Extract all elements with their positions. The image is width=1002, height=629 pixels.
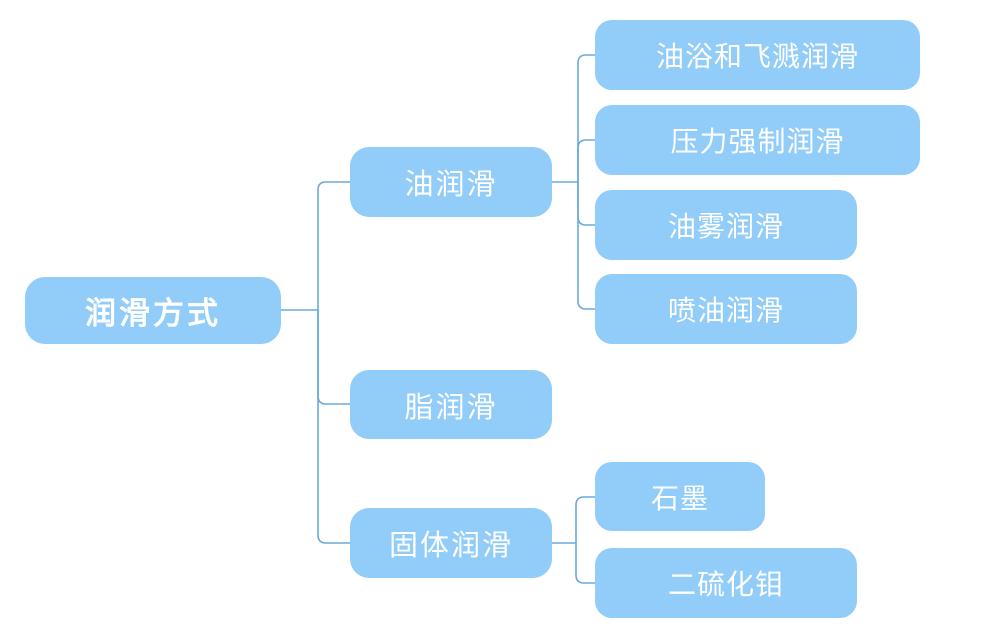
connector-root-to-solid — [317, 309, 351, 544]
node-oil-jet-lubrication[interactable]: 喷油润滑 — [595, 274, 857, 344]
node-root[interactable]: 润滑方式 — [25, 277, 281, 344]
node-oil-mist-lubrication[interactable]: 油雾润滑 — [595, 190, 857, 260]
node-oil-lubrication[interactable]: 油润滑 — [350, 147, 552, 217]
connector-oil-to-mist — [577, 181, 596, 226]
connector-solid-to-mos2 — [575, 542, 596, 584]
connector-oil-to-pressure — [577, 139, 596, 183]
node-molybdenum-disulfide[interactable]: 二硫化钼 — [595, 548, 857, 618]
connector-root-to-grease — [317, 309, 351, 405]
connector-oil-to-jet — [577, 181, 596, 310]
node-graphite[interactable]: 石墨 — [595, 462, 765, 531]
connector-solid-to-graphite — [575, 496, 596, 544]
node-pressure-forced-lubrication[interactable]: 压力强制润滑 — [595, 105, 920, 175]
node-oil-bath-splash-lubrication[interactable]: 油浴和飞溅润滑 — [595, 20, 920, 90]
connector-root-to-oil — [317, 181, 351, 311]
node-solid-lubrication[interactable]: 固体润滑 — [350, 508, 552, 578]
node-grease-lubrication[interactable]: 脂润滑 — [350, 370, 552, 439]
connector-oil-to-bath — [577, 54, 596, 183]
